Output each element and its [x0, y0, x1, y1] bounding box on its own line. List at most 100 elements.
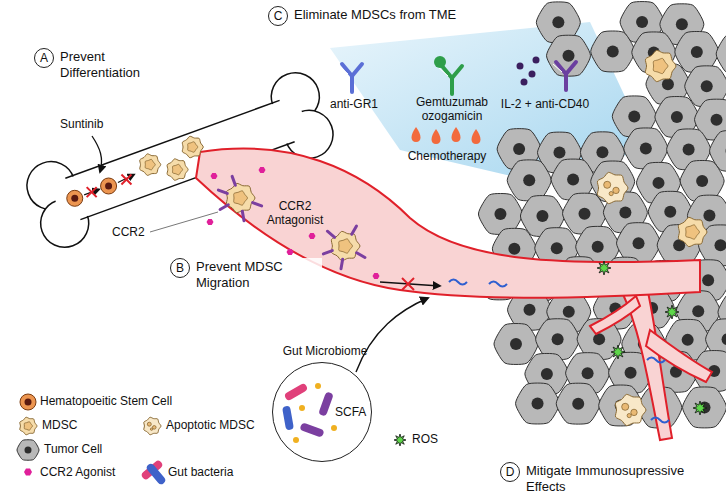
drawing-part	[628, 110, 640, 122]
step-letter: B	[170, 258, 190, 278]
agent-label: CCR2 Antagonist	[262, 200, 328, 228]
drawing-part	[450, 78, 454, 94]
step-letter: A	[34, 48, 54, 68]
metabolite	[299, 405, 305, 411]
ccr2-receptor	[218, 190, 227, 193]
drawing-part	[563, 50, 575, 62]
molecule-label: SCFA	[335, 405, 366, 419]
leader-line	[150, 212, 218, 232]
cells	[67, 50, 707, 443]
agent-label: IL-2 + anti-CD40	[490, 98, 600, 112]
drawing-part	[619, 206, 631, 218]
drawing-part	[144, 417, 161, 435]
drawing-part	[627, 414, 631, 418]
drawing-part	[350, 76, 354, 92]
drawing-part	[714, 239, 726, 251]
drawing-part	[671, 111, 683, 123]
drawing-part	[145, 159, 155, 170]
il2-dot	[529, 71, 536, 78]
legend-text: Hematopoeitic Stem Cell	[40, 395, 172, 409]
mdsc	[140, 154, 161, 175]
drawing-part	[653, 58, 668, 73]
drawing-part	[696, 175, 708, 187]
ros-star	[611, 345, 625, 359]
ccr2-receptor	[352, 226, 357, 234]
drawing-part	[147, 422, 151, 426]
drawing-part	[640, 142, 652, 154]
drawing-part	[101, 178, 117, 194]
drawing-part	[683, 387, 726, 428]
ccr2-agonist	[287, 249, 294, 255]
step-letter: D	[500, 462, 520, 482]
drawing-part	[439, 68, 448, 76]
drawing-part	[631, 409, 637, 415]
legend-text: Gut bacteria	[168, 466, 233, 480]
agent-label: anti-GR1	[326, 98, 382, 112]
il2-dot	[533, 57, 540, 64]
drawing-part	[513, 143, 525, 155]
drawing-part	[691, 46, 703, 58]
drawing-part	[566, 62, 576, 74]
step-heading: Prevent MDSC Migration	[194, 258, 322, 291]
drawing-part	[541, 368, 553, 380]
drawing-part	[494, 208, 506, 220]
drawing-part	[722, 333, 726, 345]
gut-bacterium	[284, 383, 309, 402]
ccr2-agonist	[373, 273, 380, 279]
drawing-part	[140, 154, 161, 175]
drawing-part	[701, 80, 713, 92]
drawing-part	[567, 174, 579, 186]
drawing-part	[71, 195, 78, 202]
apoptotic-mdsc	[597, 172, 628, 203]
agent-label: Gemtuzumab ozogamicin	[404, 96, 500, 124]
tumor-cell	[507, 160, 551, 201]
ccr2-receptor	[357, 253, 365, 258]
drawing-part	[633, 237, 645, 249]
drawing-part	[636, 16, 648, 28]
drawing-part	[552, 333, 564, 345]
drug-conjugate	[434, 56, 446, 68]
drawing-part	[711, 114, 723, 126]
drawing-part	[551, 242, 563, 254]
stem-cell	[67, 190, 83, 206]
mdsc	[226, 183, 255, 212]
drawing-part	[536, 210, 548, 222]
drawing-part	[510, 338, 522, 350]
node-heading: Gut Microbiome	[253, 344, 397, 358]
mdsc	[20, 417, 37, 435]
drawing-part	[645, 50, 676, 81]
scfa-squiggle	[449, 280, 467, 285]
drawing-part	[615, 394, 646, 425]
tumor-cell	[683, 387, 726, 428]
ccr2-agonist	[259, 167, 266, 173]
drug-label: Chemotherapy	[404, 150, 490, 164]
drawing-part	[703, 210, 715, 222]
il2-dot	[517, 63, 524, 70]
drawing-part	[596, 146, 608, 158]
ccr2-agonist	[207, 219, 214, 225]
drawing-part	[516, 383, 560, 424]
drawing-part	[664, 206, 676, 218]
drawing-part	[613, 187, 619, 193]
stem-cell	[20, 394, 36, 410]
tumor-cell	[494, 324, 538, 365]
ccr2-receptor	[242, 211, 244, 220]
chemo-drop	[412, 127, 421, 142]
antibody	[439, 66, 462, 94]
ccr2-receptor	[232, 176, 235, 185]
drawing-part	[339, 66, 348, 74]
ccr2-agonist	[24, 469, 32, 476]
drawing-part	[20, 394, 36, 410]
legend-text: ROS	[412, 433, 438, 447]
legend-symbols	[17, 394, 406, 486]
ccr2-agonist	[309, 233, 316, 239]
drawing-part	[682, 334, 694, 346]
drawing-part	[597, 172, 628, 203]
chemo-drop	[432, 129, 441, 144]
vessel-branch	[590, 296, 640, 334]
gut-bacterium	[145, 462, 167, 486]
scfa-squiggle	[489, 282, 507, 287]
drawing-part	[563, 306, 575, 318]
drawing-part	[25, 399, 32, 406]
